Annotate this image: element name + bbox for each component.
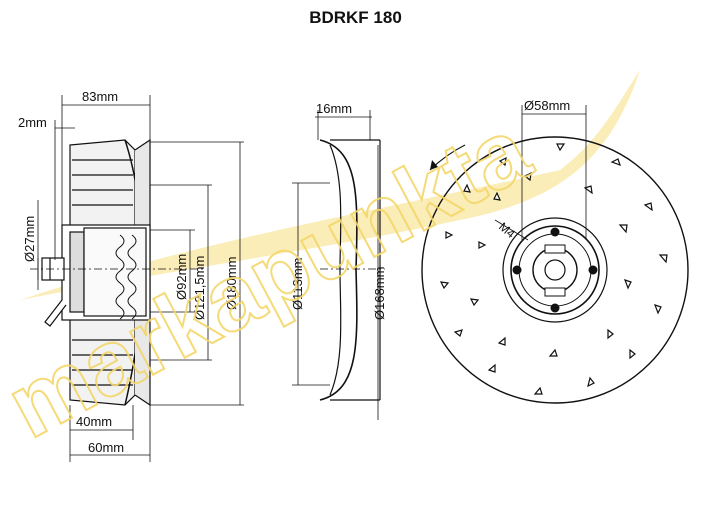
front-view-dimensions: [494, 105, 587, 241]
label-diameter-113: Ø113mm: [290, 258, 305, 311]
ring-dimensions: [292, 110, 379, 420]
drawing-title: BDRKF 180: [309, 8, 402, 27]
label-2mm: 2mm: [18, 115, 47, 130]
side-view-impeller: [30, 138, 205, 407]
label-diameter-180: Ø180mm: [224, 257, 239, 310]
label-40mm: 40mm: [76, 414, 112, 429]
side-view-dimensions: [37, 95, 244, 462]
label-diameter-121: Ø121,5mm: [192, 256, 207, 320]
label-hub-58: Ø58mm: [524, 98, 570, 113]
label-16mm: 16mm: [316, 101, 352, 116]
label-diameter-92: Ø92mm: [174, 254, 189, 300]
inlet-ring-view: [319, 139, 385, 401]
label-diameter-168: Ø168mm: [372, 267, 387, 320]
front-view-impeller: [421, 136, 689, 404]
label-60mm: 60mm: [88, 440, 124, 455]
watermark-swoosh: [20, 70, 640, 300]
label-shaft-27: Ø27mm: [22, 216, 37, 262]
label-83mm: 83mm: [82, 89, 118, 104]
